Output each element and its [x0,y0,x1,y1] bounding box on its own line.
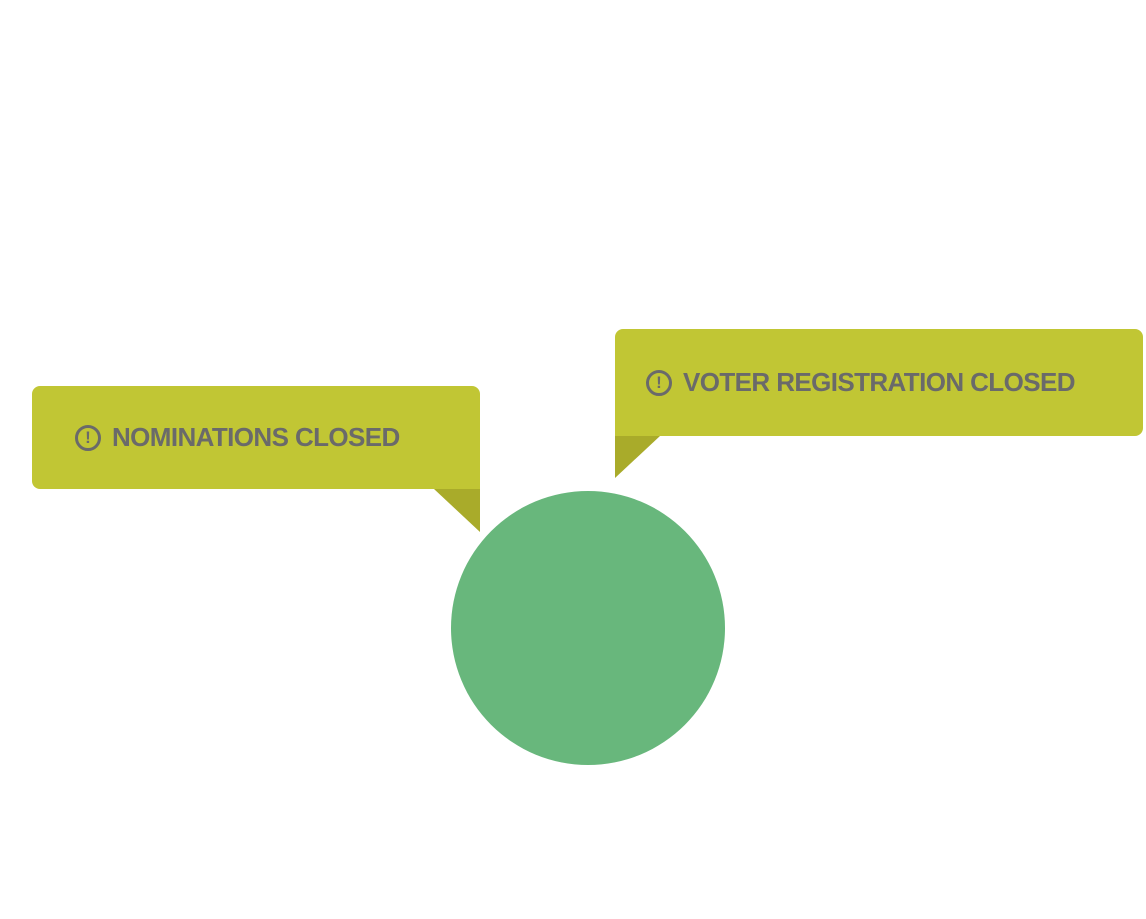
nominations-closed-label: NOMINATIONS CLOSED [112,422,400,452]
voter-registration-closed-callout: ! VOTER REGISTRATION CLOSED [615,329,1143,436]
voter-registration-closed-label: VOTER REGISTRATION CLOSED [683,367,1075,397]
timeline-marker-circle [451,491,725,765]
callout-tail [434,489,480,532]
alert-circle-icon: ! [75,424,101,451]
nominations-closed-callout: ! NOMINATIONS CLOSED [32,386,480,489]
callout-tail [615,436,660,478]
alert-circle-icon: ! [646,369,672,396]
